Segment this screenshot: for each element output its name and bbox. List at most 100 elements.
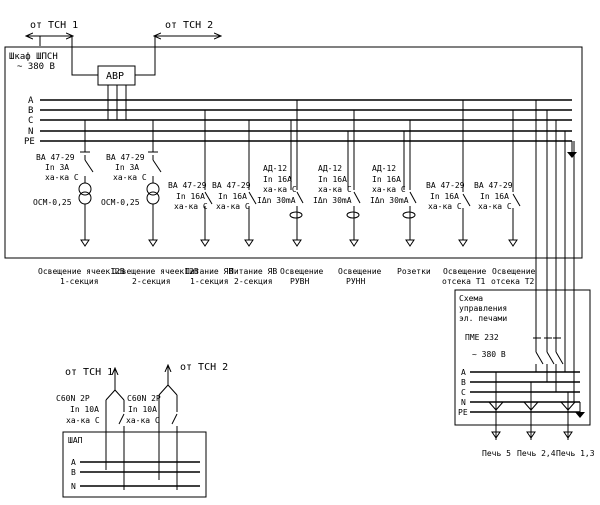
tg1-breaker: ВА 47-29: [36, 153, 75, 162]
rcd2-char: ха-ка С: [318, 185, 352, 194]
pf2-breaker: ВА 47-29: [212, 181, 251, 190]
caption-tg2-1: Освещение ячеек12В: [112, 267, 199, 276]
shap-bus-bars: A B N: [71, 458, 200, 491]
bus-label-n: N: [28, 127, 33, 137]
caption-rcd1-2: РУВН: [290, 277, 309, 286]
ground-icon: [575, 412, 585, 418]
rcd-feeder-2: АД-12 In 16A ха-ка С IΔn 30mA: [313, 110, 361, 247]
transformer-group-1: ВА 47-29 In 3A ха-ка С ОСМ-0,25: [33, 120, 94, 247]
caption-lf2-1: Освещение: [492, 267, 536, 276]
bus-label-pe: PE: [24, 137, 35, 147]
main-bus-bars: A B C N PE: [24, 96, 577, 158]
lf2-rating: In 16A: [480, 192, 509, 201]
tg2-breaker: ВА 47-29: [106, 153, 145, 162]
caption-rcd1-1: Освещение: [280, 267, 324, 276]
avr-label: АВР: [106, 71, 124, 82]
pf1-char: ха-ка С: [174, 202, 208, 211]
furnace-panel-frame: [454, 289, 591, 426]
lighting-feeder-2: ВА 47-29 In 16A ха-ка С: [474, 110, 521, 247]
furnace-title-2: управления: [459, 304, 507, 313]
furnace-bus-a: A: [461, 368, 466, 377]
shap-bus-n: N: [71, 482, 76, 491]
shap-breaker-2: C60N 2P In 10A ха-ка С: [126, 394, 178, 490]
caption-rcd2-1: Освещение: [338, 267, 382, 276]
feeder-captions: Освещение ячеек12В 1-секция Освещение яч…: [38, 267, 536, 286]
caption-lf1-1: Освещение: [443, 267, 487, 276]
shap-b1-rating: In 10A: [70, 405, 99, 414]
bus-label-a: A: [28, 96, 34, 106]
lf2-breaker: ВА 47-29: [474, 181, 513, 190]
caption-rcd3-1: Розетки: [397, 267, 431, 276]
main-panel-frame: [4, 46, 583, 259]
furnace-out-2: Печь 2,4: [517, 449, 556, 458]
source-tsn2: от ТСН 2: [154, 20, 221, 36]
rcd3-char: ха-ка С: [372, 185, 406, 194]
tg1-char: ха-ка С: [45, 173, 79, 182]
lf1-rating: In 16A: [430, 192, 459, 201]
pf2-char: ха-ка С: [216, 202, 250, 211]
lf2-char: ха-ка С: [478, 202, 512, 211]
furnace-out-1: Печь 5: [482, 449, 511, 458]
source-tsn1: от ТСН 1: [26, 20, 78, 46]
caption-rcd2-2: РУНН: [346, 277, 365, 286]
shap-sources: от ТСН 1 от ТСН 2: [65, 362, 228, 401]
source-tsn1-label: от ТСН 1: [30, 20, 78, 31]
ground-icon: [567, 152, 577, 158]
power-feeder-1: ВА 47-29 In 16A ха-ка С: [168, 110, 213, 247]
shap-source-2: от ТСН 2: [180, 362, 228, 373]
avr-feed-2: [135, 36, 156, 76]
source-tsn2-label: от ТСН 2: [165, 20, 213, 31]
caption-lf2-2: отсека Т2: [491, 277, 535, 286]
power-feeder-2: ВА 47-29 In 16A ха-ка С: [212, 120, 257, 247]
shap-panel-frame: [62, 431, 207, 498]
shap-b2-char: ха-ка С: [126, 416, 160, 425]
rcd3-rating: In 16A: [372, 175, 401, 184]
shap-b2-rating: In 10A: [128, 405, 157, 414]
caption-tg1-2: 1-секция: [60, 277, 99, 286]
tg2-rating: In 3A: [115, 163, 139, 172]
caption-tg1-1: Освещение ячеек12В: [38, 267, 125, 276]
rcd3-leak: IΔn 30mA: [370, 196, 409, 205]
shap-title: ШАП: [68, 436, 83, 445]
rcd-feeder-1: АД-12 In 16A ха-ка С IΔn 30mA: [257, 100, 304, 247]
furnace-bus-pe: PE: [458, 408, 468, 417]
lf1-breaker: ВА 47-29: [426, 181, 465, 190]
pf2-rating: In 16A: [218, 192, 247, 201]
bus-label-b: B: [28, 106, 33, 116]
furnace-bus-b: B: [461, 378, 466, 387]
rcd1-leak: IΔn 30mA: [257, 196, 296, 205]
caption-tg2-2: 2-секция: [132, 277, 171, 286]
rcd-feeder-3: АД-12 In 16A ха-ка С IΔn 30mA: [370, 120, 417, 247]
main-panel-voltage: ~ 380 В: [17, 62, 55, 72]
shap-b1-model: C60N 2P: [56, 394, 90, 403]
rcd1-breaker: АД-12: [263, 164, 287, 173]
tg1-rating: In 3A: [45, 163, 69, 172]
shap-bus-a: A: [71, 458, 76, 467]
furnace-outputs: Печь 5 Печь 2,4 Печь 1,3: [482, 372, 595, 458]
furnace-title-1: Схема: [459, 294, 483, 303]
furnace-out-3: Печь 1,3: [556, 449, 595, 458]
lighting-feeder-1: ВА 47-29 In 16A ха-ка С: [426, 100, 471, 247]
shap-b1-char: ха-ка С: [66, 416, 100, 425]
caption-pf1-1: Питание ЯВ: [185, 267, 233, 276]
furnace-contactor: [533, 337, 564, 392]
furnace-bus-c: C: [461, 388, 466, 397]
caption-pf1-2: 1-секция: [190, 277, 229, 286]
caption-pf2-1: Питание ЯВ: [229, 267, 277, 276]
pf1-rating: In 16A: [176, 192, 205, 201]
furnace-title-3: эл. печами: [459, 314, 507, 323]
bus-label-c: C: [28, 116, 33, 126]
shap-b2-model: C60N 2P: [127, 394, 161, 403]
rcd2-rating: In 16A: [318, 175, 347, 184]
pf1-breaker: ВА 47-29: [168, 181, 207, 190]
avr-feed-1: [71, 36, 98, 76]
transformer-icon: [78, 182, 92, 196]
rcd1-char: ха-ка С: [263, 185, 297, 194]
rcd2-leak: IΔn 30mA: [313, 196, 352, 205]
lf1-char: ха-ка С: [428, 202, 462, 211]
furnace-bus-n: N: [461, 398, 466, 407]
caption-lf1-2: отсека Т1: [442, 277, 486, 286]
rcd1-rating: In 16A: [263, 175, 292, 184]
furnace-bus-bars: A B C N PE: [458, 368, 585, 418]
